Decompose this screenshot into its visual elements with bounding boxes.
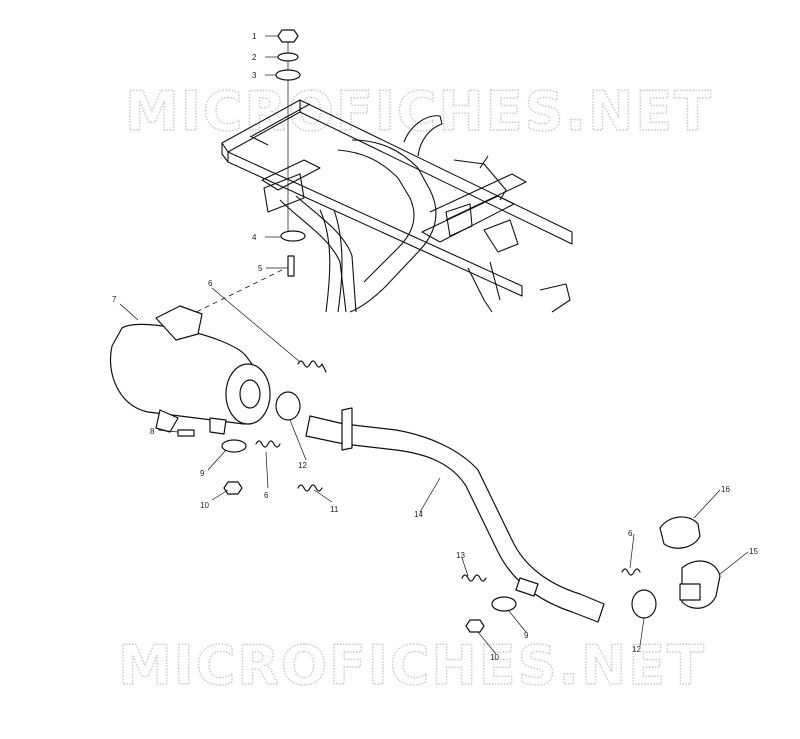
spring-6-c [621, 568, 641, 576]
washer-2 [277, 52, 299, 62]
callout-15: 15 [749, 547, 758, 556]
callout-8: 8 [150, 427, 155, 436]
nut-1 [277, 29, 299, 43]
callout-6c: 6 [628, 529, 633, 538]
spring-13 [461, 574, 487, 582]
grommet-9-a [221, 439, 247, 453]
callout-3: 3 [252, 71, 257, 80]
leader-lines [119, 35, 749, 655]
callout-4: 4 [252, 233, 257, 242]
mount-hardware-stack [275, 29, 306, 277]
spring-11 [297, 484, 323, 492]
vehicle-frame [221, 99, 573, 313]
grommet-9-b [491, 596, 517, 612]
grommet-3 [275, 69, 301, 81]
callout-1: 1 [252, 32, 257, 41]
nut-10-a [223, 481, 243, 495]
callout-11: 11 [330, 505, 339, 514]
callout-numbers: 1 2 3 4 5 6 7 8 9 10 6 12 11 14 16 6 15 … [112, 32, 758, 662]
callout-9a: 9 [200, 469, 205, 478]
bolt-8 [177, 429, 195, 437]
callout-10b: 10 [490, 653, 499, 662]
gasket-12-b [631, 589, 657, 619]
watermark-top: MICROFICHES.NET [125, 80, 713, 143]
watermark-bottom: MICROFICHES.NET [118, 634, 706, 697]
callout-10a: 10 [200, 501, 209, 510]
callout-2: 2 [252, 53, 257, 62]
callout-5: 5 [258, 264, 263, 273]
callout-12a: 12 [298, 461, 307, 470]
exhaust-pipe-14 [305, 407, 605, 623]
spring-6-a [297, 360, 327, 373]
flange-gasket-16 [659, 516, 701, 549]
nut-10-b [465, 619, 485, 633]
callout-6b: 6 [264, 491, 269, 500]
callout-6a: 6 [208, 279, 213, 288]
spring-6-b [255, 440, 281, 448]
exhaust-flange-15 [679, 560, 721, 609]
callout-16: 16 [721, 485, 730, 494]
callout-9b: 9 [524, 631, 529, 640]
callout-13: 13 [456, 551, 465, 560]
muffler-7 [109, 305, 271, 435]
callout-14: 14 [414, 510, 423, 519]
gasket-12-a [275, 391, 301, 421]
bolt-5 [287, 255, 295, 277]
callout-12b: 12 [632, 645, 641, 654]
callout-7: 7 [112, 295, 117, 304]
grommet-4 [280, 230, 306, 242]
